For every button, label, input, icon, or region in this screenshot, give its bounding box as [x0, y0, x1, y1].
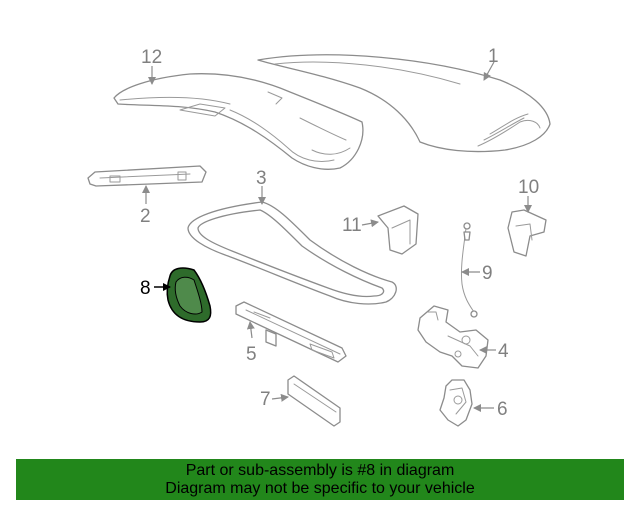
callout-5[interactable]: 5	[246, 344, 257, 365]
callout-6[interactable]: 6	[497, 399, 508, 420]
part-11-bracket[interactable]	[377, 205, 419, 255]
callout-3[interactable]: 3	[256, 168, 267, 189]
part-7-cover-plate[interactable]	[287, 375, 341, 427]
leader-5	[246, 321, 255, 339]
part-4-latch[interactable]	[417, 305, 489, 369]
callout-12[interactable]: 12	[141, 47, 162, 68]
part-12-trunk-lid-trim[interactable]	[113, 73, 364, 170]
banner-line-2: Diagram may not be specific to your vehi…	[165, 480, 475, 497]
part-5-handle-trim[interactable]	[235, 301, 347, 363]
part-8-hinge-cover[interactable]	[166, 267, 212, 323]
part-2-trim-panel[interactable]	[87, 165, 207, 187]
callout-4[interactable]: 4	[498, 341, 509, 362]
callout-labels: 1 12 2 3 11 10 9 4 6 5 7 8	[140, 46, 539, 420]
part-1-trunk-lid[interactable]	[257, 54, 551, 153]
leader-1	[483, 61, 495, 81]
part-3-weatherstrip[interactable]	[187, 201, 397, 305]
leader-11	[361, 219, 379, 228]
info-banner: Part or sub-assembly is #8 in diagram Di…	[16, 459, 624, 500]
callout-11[interactable]: 11	[342, 215, 362, 236]
part-6-lock-actuator[interactable]	[439, 379, 473, 427]
callout-9[interactable]: 9	[482, 263, 493, 284]
leader-lines	[142, 61, 532, 412]
banner-line-1: Part or sub-assembly is #8 in diagram	[185, 462, 455, 479]
part-10-bracket[interactable]	[507, 209, 547, 257]
part-9-release-cable[interactable]	[461, 222, 478, 318]
callout-7[interactable]: 7	[260, 389, 271, 410]
callout-2[interactable]: 2	[140, 206, 151, 227]
leader-7	[271, 393, 289, 402]
callout-10[interactable]: 10	[518, 177, 539, 198]
callout-8[interactable]: 8	[140, 278, 151, 299]
callout-1[interactable]: 1	[488, 46, 499, 67]
